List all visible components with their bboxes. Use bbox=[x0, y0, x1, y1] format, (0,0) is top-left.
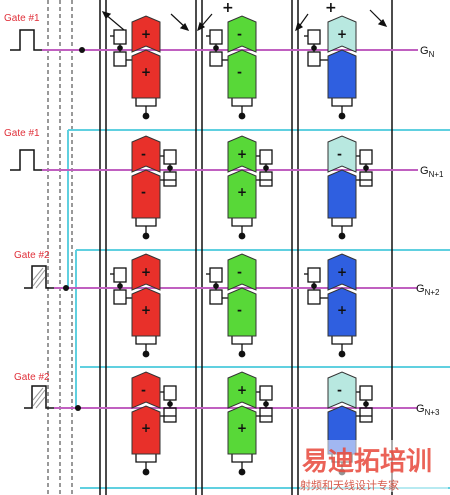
cell-top bbox=[227, 135, 257, 173]
row-label-4: GN+3 bbox=[416, 403, 440, 417]
pixel-blue-row-2: - bbox=[327, 135, 373, 240]
cell-sign-bottom: + bbox=[141, 303, 151, 317]
gate-label-3: Gate #2 bbox=[14, 250, 50, 261]
cell-bottom bbox=[131, 49, 161, 99]
pixel-red-row-2: -- bbox=[131, 135, 177, 240]
cell-sign-top: + bbox=[237, 147, 247, 161]
pixel-red-row-3: ++ bbox=[110, 253, 161, 358]
cell-sign-top: - bbox=[337, 383, 342, 397]
cell-bottom bbox=[327, 287, 357, 337]
cell-top bbox=[227, 371, 257, 409]
cell-sign-bottom: + bbox=[337, 303, 347, 317]
row-label-1: GN bbox=[420, 45, 435, 59]
contact-dot bbox=[238, 468, 246, 476]
gate-waveform-hatch bbox=[32, 267, 46, 409]
tft-circuit bbox=[231, 149, 273, 234]
top-arrows bbox=[101, 9, 388, 32]
cell-bottom bbox=[227, 405, 257, 455]
contact-dot bbox=[238, 350, 246, 358]
cell-top bbox=[131, 371, 161, 409]
gate-label-2: Gate #1 bbox=[4, 128, 40, 139]
dashed-guides bbox=[47, 0, 73, 495]
cell-sign-top: + bbox=[237, 383, 247, 397]
cell-sign-top: - bbox=[141, 147, 146, 161]
cell-bottom bbox=[327, 169, 357, 219]
pixel-green-row-3: -- bbox=[206, 253, 257, 358]
cell-sign-top: + bbox=[337, 265, 347, 279]
cell-sign-top: + bbox=[337, 27, 347, 41]
contact-dot bbox=[338, 112, 346, 120]
cell-sign-top: - bbox=[337, 147, 342, 161]
tft-circuit bbox=[331, 149, 373, 234]
contact-dot bbox=[142, 112, 150, 120]
pixel-cells: ++--+--++-++--++-+++- bbox=[110, 15, 373, 476]
cell-sign-bottom: + bbox=[141, 65, 151, 79]
cell-top bbox=[227, 253, 257, 291]
gate-lines bbox=[42, 49, 418, 409]
tft-circuit bbox=[304, 29, 353, 114]
cell-sign-bottom: + bbox=[237, 185, 247, 199]
cell-top bbox=[327, 15, 357, 53]
tft-circuit bbox=[110, 29, 157, 114]
cell-bottom bbox=[131, 169, 161, 219]
cell-sign-bottom: - bbox=[237, 303, 242, 317]
pixel-blue-row-3: ++ bbox=[304, 253, 357, 358]
cell-sign-bottom: - bbox=[141, 185, 146, 199]
contact-dot bbox=[142, 468, 150, 476]
cell-sign-bottom: - bbox=[237, 65, 242, 79]
tft-circuit bbox=[135, 149, 177, 234]
watermark-sub: 射频和天线设计专家 bbox=[300, 478, 399, 492]
watermark-main: 易迪拓培训 bbox=[302, 447, 432, 477]
cell-bottom bbox=[131, 287, 161, 337]
pixel-green-row-1: -- bbox=[206, 15, 257, 120]
contact-dot bbox=[238, 232, 246, 240]
contact-dot bbox=[338, 232, 346, 240]
cell-top bbox=[327, 371, 357, 409]
data-lines bbox=[67, 129, 450, 489]
cell-top bbox=[327, 253, 357, 291]
cell-sign-top: + bbox=[141, 27, 151, 41]
contact-dot bbox=[338, 350, 346, 358]
cell-bottom bbox=[227, 49, 257, 99]
top-sign-2: + bbox=[325, 0, 337, 16]
top-sign-1: + bbox=[222, 0, 234, 16]
cell-sign-bottom: + bbox=[237, 421, 247, 435]
cell-bottom bbox=[327, 49, 357, 99]
cell-sign-bottom: + bbox=[141, 421, 151, 435]
row-label-3: GN+2 bbox=[416, 283, 440, 297]
watermark: 易迪拓培训 射频和天线设计专家 bbox=[300, 440, 448, 492]
tft-circuit bbox=[110, 267, 157, 352]
pixel-green-row-2: ++ bbox=[227, 135, 273, 240]
row-label-2: GN+1 bbox=[420, 165, 444, 179]
cell-top bbox=[131, 135, 161, 173]
gate-label-4: Gate #2 bbox=[14, 372, 50, 383]
cell-top bbox=[131, 15, 161, 53]
cell-sign-top: - bbox=[141, 383, 146, 397]
gate-label-1: Gate #1 bbox=[4, 13, 40, 24]
contact-dot bbox=[238, 112, 246, 120]
pixel-green-row-4: ++ bbox=[227, 371, 273, 476]
gate-waveforms bbox=[10, 29, 54, 409]
cell-top bbox=[327, 135, 357, 173]
cell-bottom bbox=[131, 405, 161, 455]
pixel-blue-row-1: + bbox=[304, 15, 357, 120]
cell-bottom bbox=[227, 169, 257, 219]
contact-dot bbox=[142, 232, 150, 240]
cell-bottom bbox=[227, 287, 257, 337]
cell-top bbox=[131, 253, 161, 291]
pixel-red-row-1: ++ bbox=[110, 15, 161, 120]
contact-dot bbox=[142, 350, 150, 358]
column-buses bbox=[99, 0, 393, 495]
junction-dots bbox=[63, 47, 85, 411]
cell-sign-top: + bbox=[141, 265, 151, 279]
cell-sign-top: - bbox=[237, 27, 242, 41]
cell-sign-top: - bbox=[237, 265, 242, 279]
pixel-red-row-4: -+ bbox=[131, 371, 177, 476]
cell-top bbox=[227, 15, 257, 53]
